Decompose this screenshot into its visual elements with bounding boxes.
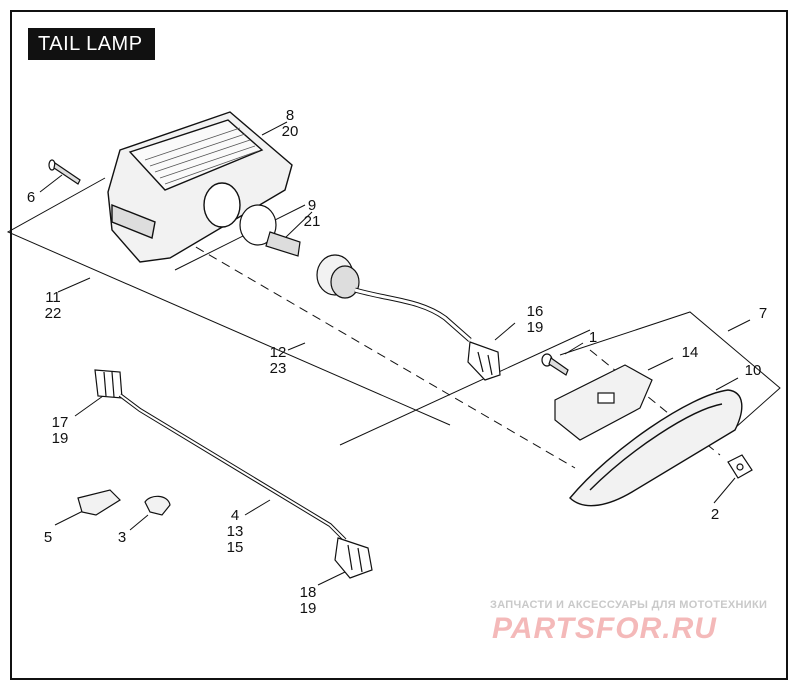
harness-4 (94, 369, 373, 579)
clip-5 (77, 489, 121, 516)
leader-2 (713, 477, 736, 504)
callout-10: 10 (744, 362, 762, 379)
leader-17 (74, 395, 104, 417)
bracket-14 (554, 364, 653, 441)
bulb-9 (239, 204, 301, 257)
leader-4 (244, 499, 271, 516)
leader-10 (715, 377, 739, 391)
leader-5 (54, 509, 86, 526)
connector-16 (467, 341, 501, 381)
callout-7: 7 (758, 305, 768, 322)
socket-harness (316, 254, 472, 342)
bracket-12-23-bottom (339, 329, 591, 446)
leader-16 (494, 322, 516, 341)
bracket-12-23 (174, 204, 306, 271)
screw-6 (48, 159, 81, 185)
callout-1: 1 (588, 329, 598, 346)
leader-8 (261, 121, 288, 136)
callout-14: 14 (681, 344, 699, 361)
diagram-title: TAIL LAMP (28, 28, 155, 60)
bracket-11-22 (6, 177, 451, 426)
leader-1 (564, 342, 584, 355)
lens-10 (569, 389, 743, 507)
leader-6 (39, 174, 63, 193)
leader-12 (287, 342, 306, 351)
lamp-housing (107, 111, 293, 263)
leader-7 (727, 319, 751, 332)
callout-5: 5 (43, 529, 53, 546)
nut-2 (727, 454, 753, 479)
callout-2: 2 (710, 506, 720, 523)
leader-14 (647, 357, 674, 371)
callout-3: 3 (117, 529, 127, 546)
leader-9 (284, 211, 313, 239)
clip-3 (144, 495, 171, 516)
assembly-axis (169, 231, 576, 469)
diagram-frame (10, 10, 788, 680)
screw-1 (541, 353, 569, 376)
watermark-tagline: ЗАПЧАСТИ И АКСЕССУАРЫ ДЛЯ МОТОТЕХНИКИ (490, 599, 768, 611)
leader-3 (129, 514, 149, 531)
watermark-logo: PARTSFOR.RU (492, 612, 717, 645)
leader-18 (317, 571, 346, 586)
callout-6: 6 (26, 189, 36, 206)
bracket-7 (559, 311, 781, 429)
leader-11 (57, 277, 91, 293)
